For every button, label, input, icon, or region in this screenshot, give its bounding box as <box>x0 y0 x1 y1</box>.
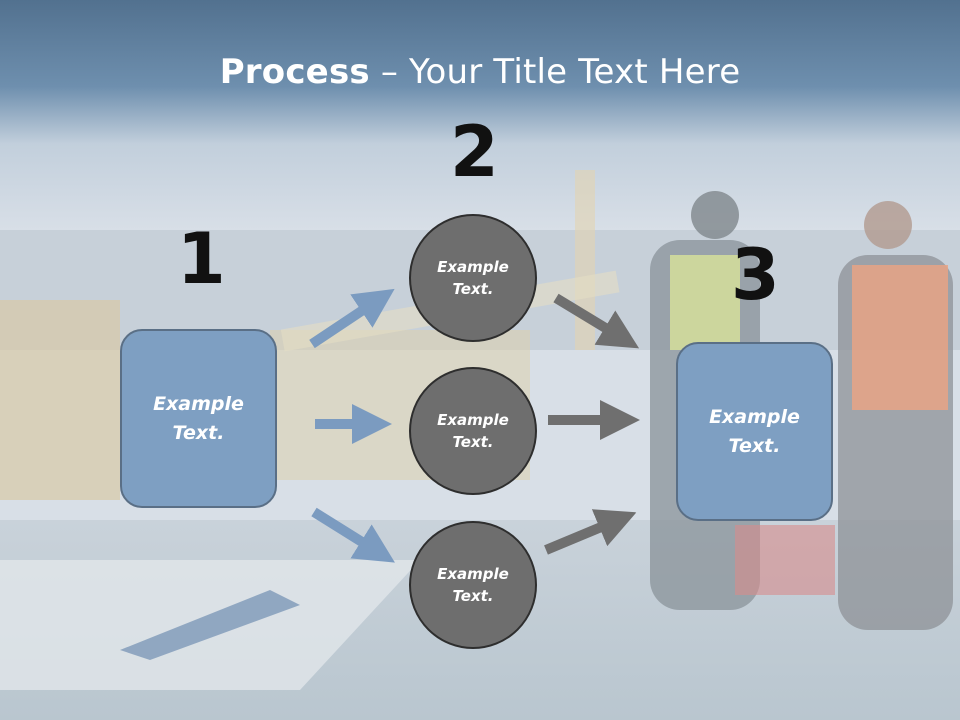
step-number-3: 3 <box>731 234 780 316</box>
step-circle-top: Example Text. <box>409 214 537 342</box>
title-bold: Process <box>219 52 370 92</box>
right-process-box: Example Text. <box>676 342 833 521</box>
step-circle-middle: Example Text. <box>409 367 537 495</box>
step-number-2: 2 <box>450 111 499 193</box>
circle-label-bottom: Example Text. <box>437 564 509 606</box>
circle-label-middle: Example Text. <box>437 410 509 452</box>
circle-label-top: Example Text. <box>437 257 509 299</box>
step-number-1: 1 <box>177 218 226 300</box>
left-process-box: Example Text. <box>120 329 277 508</box>
right-box-label: Example Text. <box>709 406 800 457</box>
left-box-label: Example Text. <box>153 393 244 444</box>
slide-title: Process – Your Title Text Here <box>0 52 960 92</box>
step-circle-bottom: Example Text. <box>409 521 537 649</box>
title-rest: – Your Title Text Here <box>369 52 741 92</box>
